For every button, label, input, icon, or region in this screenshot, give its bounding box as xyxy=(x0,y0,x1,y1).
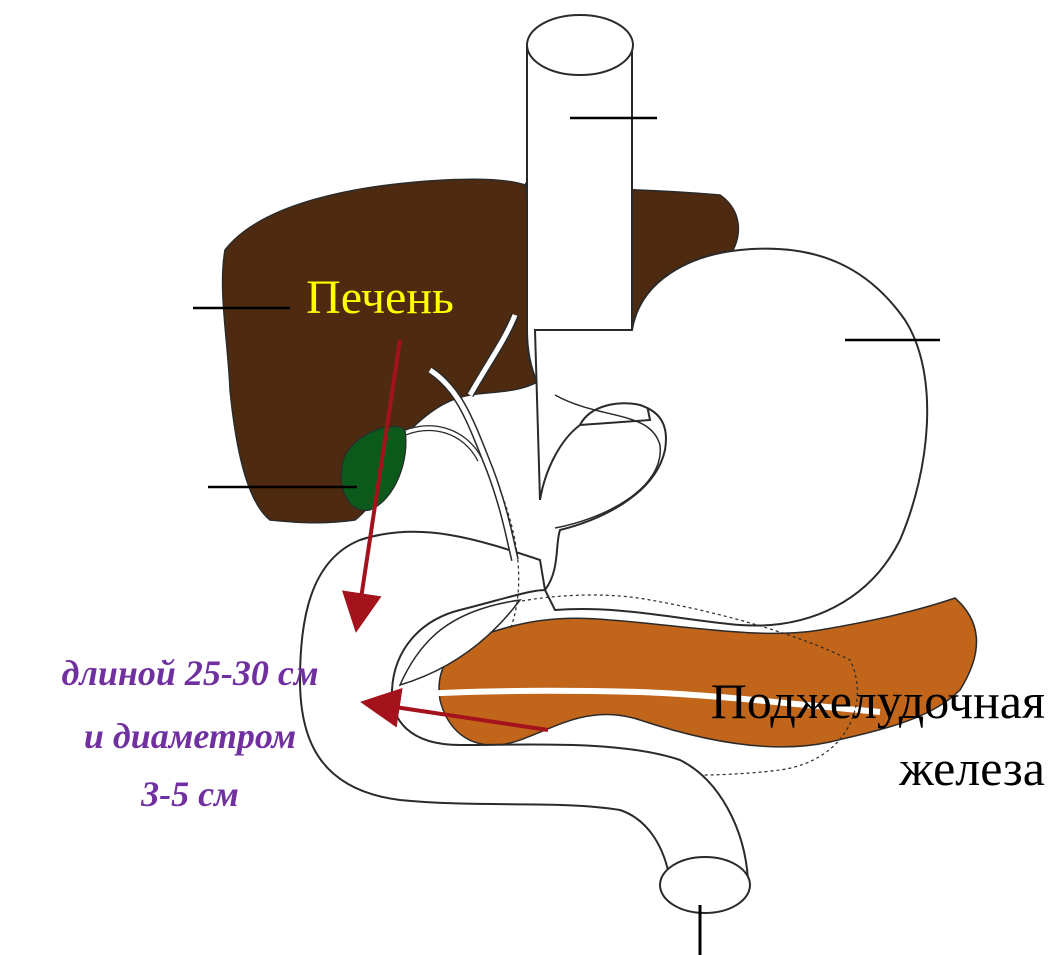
esophagus-opening xyxy=(527,15,633,75)
duodenum-length-label: длиной 25-30 см xyxy=(62,653,319,693)
liver-label: Печень xyxy=(306,271,454,324)
pancreas-label-line2: железа xyxy=(898,740,1045,796)
pancreas-label-line1: Поджелудочная xyxy=(711,673,1045,729)
duodenum-diameter-label-line1: и диаметром xyxy=(84,716,296,756)
duodenum-diameter-label-line2: 3-5 см xyxy=(140,774,239,814)
duodenum-opening xyxy=(660,857,750,913)
